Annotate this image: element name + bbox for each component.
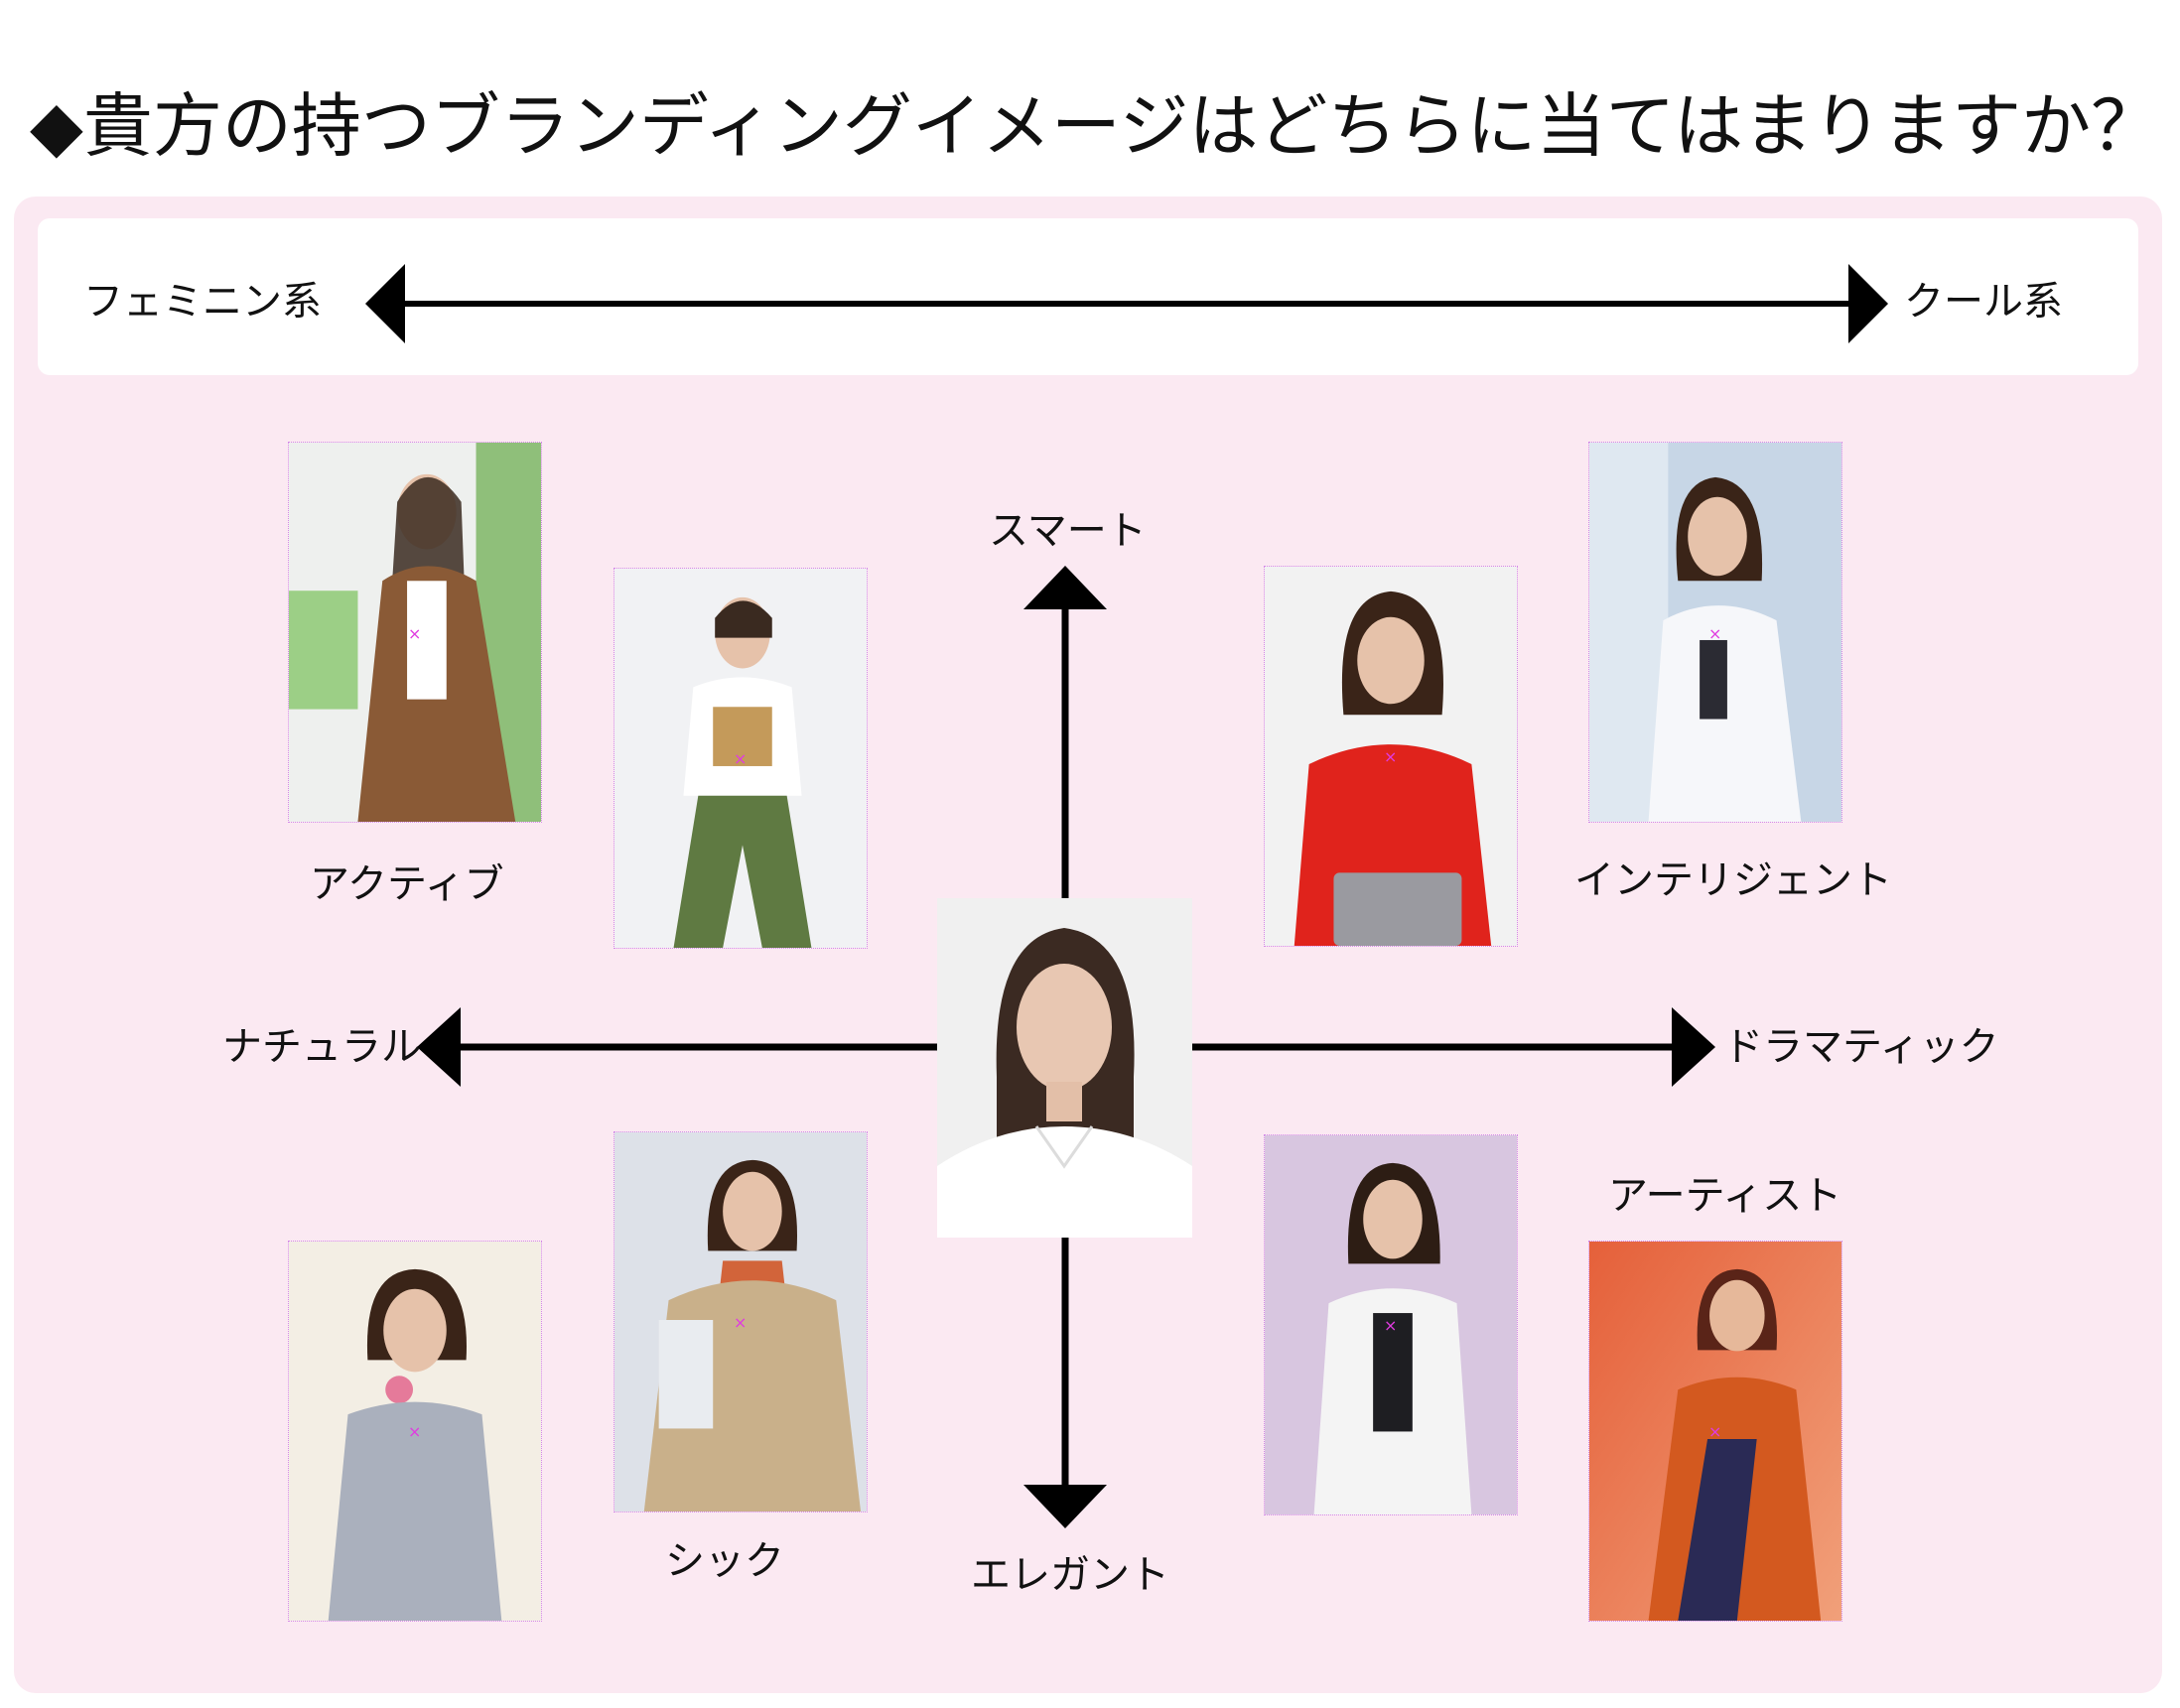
crosshair-marker: × <box>408 624 422 643</box>
crosshair-marker: × <box>408 1422 422 1441</box>
quadrant-label-artist: アーティスト <box>1608 1173 1842 1219</box>
quadrant-label-chic: シック <box>665 1538 784 1584</box>
axis-label-smart: スマート <box>989 508 1147 554</box>
quadrant-label-intelligent: インテリジェント <box>1574 857 1892 903</box>
crosshair-marker: × <box>734 749 748 768</box>
axis-label-dramatic: ドラマティック <box>1723 1024 1999 1070</box>
photo-chic-1 <box>288 1241 542 1622</box>
axis-label-natural: ナチュラル <box>222 1024 421 1070</box>
crosshair-marker: × <box>1708 1422 1722 1441</box>
photo-intelligent-2 <box>1588 442 1842 823</box>
page-title: ◆貴方の持つブランディングイメージはどちらに当てはまりますか？ <box>30 85 2161 167</box>
photo-active-1 <box>288 442 542 823</box>
photo-artist-2 <box>1588 1241 1842 1622</box>
scale-arrow <box>365 264 1888 343</box>
scale-label-cool: クール系 <box>1904 279 2063 325</box>
quadrant-label-active: アクティブ <box>310 861 504 907</box>
crosshair-marker: × <box>1384 1316 1398 1335</box>
vertical-axis-arrow <box>1023 566 1107 1528</box>
scale-label-feminine: フェミニン系 <box>83 279 322 325</box>
horizontal-axis-arrow <box>417 1007 1715 1087</box>
photo-chic-2 <box>613 1131 868 1512</box>
crosshair-marker: × <box>1384 747 1398 766</box>
photo-active-2 <box>613 568 868 949</box>
photo-artist-1 <box>1264 1134 1518 1515</box>
crosshair-marker: × <box>734 1313 748 1332</box>
axis-label-elegant: エレガント <box>971 1552 1169 1598</box>
center-portrait-photo <box>937 898 1192 1238</box>
photo-intelligent-1 <box>1264 566 1518 947</box>
crosshair-marker: × <box>1708 624 1722 643</box>
